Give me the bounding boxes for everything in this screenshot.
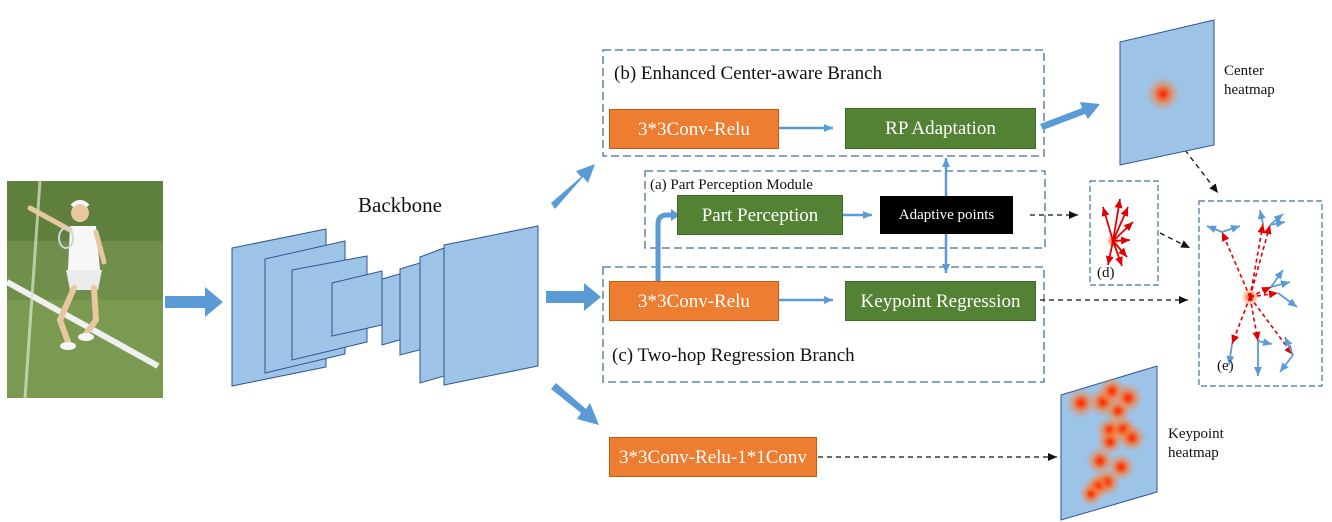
keypoint-heatmap-label-line2: heatmap <box>1168 445 1219 461</box>
input-arrow <box>165 287 223 317</box>
dash-center-to-e <box>1184 149 1219 194</box>
input-image <box>5 180 163 399</box>
conv-relu-1x1-box: 3*3Conv-Relu-1*1Conv <box>609 437 817 477</box>
panel-e-graphic <box>1206 209 1298 376</box>
rp-adaptation-box: RP Adaptation <box>845 108 1036 149</box>
arrow-conv-to-pp <box>655 212 673 282</box>
backbone-feature-maps <box>231 225 539 387</box>
panel-d-container <box>1089 180 1159 286</box>
panel-d-graphic <box>1101 198 1134 267</box>
conv-relu-box-c: 3*3Conv-Relu <box>609 281 779 321</box>
module-a-title: (a) Part Perception Module <box>650 177 813 193</box>
conv-relu-box-b: 3*3Conv-Relu <box>609 109 779 149</box>
arrow-to-branch-c <box>546 283 601 311</box>
arrow-rp-to-center-heatmap <box>1040 102 1100 130</box>
center-heatmap-label-line1: Center <box>1224 63 1264 79</box>
adaptive-points-box: Adaptive points <box>880 196 1013 234</box>
branch-b-container <box>602 49 1045 157</box>
dash-d-to-e <box>1159 232 1191 249</box>
keypoint-heatmap-label-line1: Keypoint <box>1168 426 1224 442</box>
backbone-label: Backbone <box>358 193 442 217</box>
panel-e-container <box>1198 200 1323 387</box>
center-heatmap <box>1119 19 1215 166</box>
keypoint-regression-box: Keypoint Regression <box>845 281 1036 321</box>
center-heatmap-label-line2: heatmap <box>1224 82 1275 98</box>
arrow-to-heatmap-branch <box>551 383 599 425</box>
branch-b-title: (b) Enhanced Center-aware Branch <box>614 63 883 84</box>
arrow-to-branch-b <box>551 164 595 209</box>
part-perception-box: Part Perception <box>677 195 843 235</box>
branch-c-title: (c) Two-hop Regression Branch <box>612 345 855 366</box>
panel-e-label: (e) <box>1217 358 1234 374</box>
module-a-container <box>644 170 1046 249</box>
keypoint-heatmap <box>1060 365 1158 521</box>
panel-d-label: (d) <box>1097 265 1115 281</box>
branch-c-container <box>602 266 1045 383</box>
